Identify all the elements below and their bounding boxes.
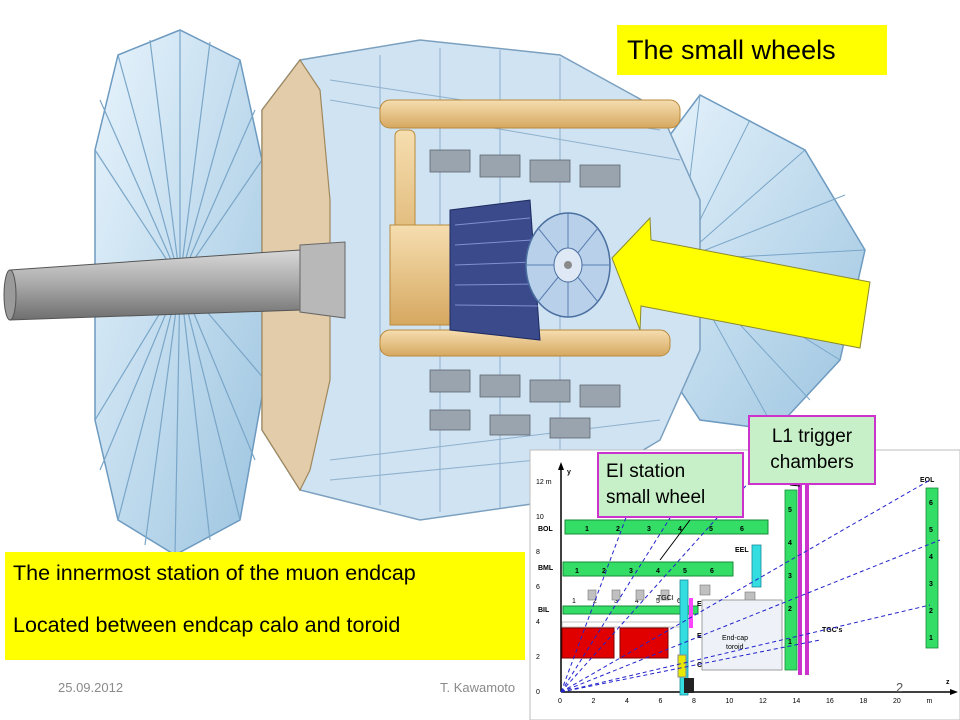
z-tick-label: m	[927, 698, 933, 705]
y-tick-label: 12 m	[536, 479, 552, 486]
eol-chamber-number: 5	[929, 527, 933, 534]
ei-callout-line-2: small wheel	[606, 487, 706, 508]
caption-line-2: Located between endcap calo and toroid	[13, 613, 401, 637]
caption-line-1: The innermost station of the muon endcap	[13, 561, 416, 585]
eol-chamber-number: 4	[929, 554, 933, 561]
bol-chamber-number: 5	[709, 526, 713, 533]
l1-callout-line-2: chambers	[770, 452, 854, 473]
y-tick-label: 6	[536, 584, 540, 591]
z-tick-label: 6	[659, 698, 663, 705]
y-tick-label: 4	[536, 619, 540, 626]
z-axis-ticks: 0 2 4 6 8 10 12 14 16 18 20 m	[558, 698, 933, 705]
z-tick-label: 16	[826, 698, 834, 705]
bml-chamber-number: 3	[629, 568, 633, 575]
ei-callout-line-1: EI station	[606, 461, 686, 482]
y-axis-ticks: 12 m 10 8 6 4 2 0	[536, 479, 552, 696]
footer-author: T. Kawamoto	[440, 680, 516, 695]
caption-box: The innermost station of the muon endcap…	[5, 552, 525, 660]
bil-chamber-number: 5	[656, 598, 660, 605]
bml-chamber-number: 1	[575, 568, 579, 575]
footer-page-number: 2	[896, 680, 904, 695]
z-tick-label: 0	[558, 698, 562, 705]
z-tick-label: 20	[893, 698, 901, 705]
bil-chamber-number: 1	[572, 598, 576, 605]
y-tick-label: 2	[536, 654, 540, 661]
bil-chamber-number: 6	[677, 598, 681, 605]
bol-chamber-number: 1	[585, 526, 589, 533]
y-tick-label: 0	[536, 689, 540, 696]
toroid-label-1: End-cap	[722, 635, 748, 642]
bml-chamber-number: 5	[683, 568, 687, 575]
bil-chamber-number: 2	[593, 598, 597, 605]
z-tick-label: 18	[860, 698, 868, 705]
eol-chamber-number: 3	[929, 581, 933, 588]
middle-chamber-number: 5	[788, 507, 792, 514]
station-eol-label: EOL	[920, 477, 935, 484]
middle-chamber-number: 4	[788, 540, 792, 547]
tgc-label: TGC's	[822, 627, 842, 634]
station-tgci-label: TGCI	[657, 595, 674, 602]
bil-chamber-number: 4	[635, 598, 639, 605]
station-bml-label: BML	[538, 565, 554, 572]
y-tick-label: 8	[536, 549, 540, 556]
bol-chamber-number: 2	[616, 526, 620, 533]
highlight-arrow	[611, 216, 871, 349]
bol-chamber-number: 3	[647, 526, 651, 533]
bol-chamber-number: 4	[678, 526, 682, 533]
bml-chamber-number: 6	[710, 568, 714, 575]
footer-date: 25.09.2012	[58, 680, 124, 695]
bil-chamber-number: 3	[614, 598, 618, 605]
slide-title: The small wheels	[617, 25, 887, 75]
l1-callout-line-1: L1 trigger	[771, 426, 853, 447]
middle-chamber-number: 2	[788, 606, 792, 613]
eol-chamber-number: 6	[929, 500, 933, 507]
z-tick-label: 2	[592, 698, 596, 705]
middle-chamber-number: 1	[788, 639, 792, 646]
ei-station-callout: EI station small wheel	[597, 452, 744, 518]
station-bil-label: BIL	[538, 607, 550, 614]
l1-trigger-callout: L1 trigger chambers	[748, 415, 876, 485]
station-bol-label: BOL	[538, 526, 554, 533]
bml-chamber-number: 4	[656, 568, 660, 575]
station-eel-label: EEL	[735, 547, 749, 554]
atlas-detector-illustration	[3, 29, 866, 556]
z-tick-label: 10	[726, 698, 734, 705]
eol-chamber-number: 2	[929, 608, 933, 615]
z-tick-label: 8	[692, 698, 696, 705]
middle-chamber-number: 3	[788, 573, 792, 580]
z-tick-label: 12	[759, 698, 767, 705]
y-axis-label: y	[567, 469, 571, 476]
z-axis-label: z	[946, 679, 950, 686]
z-tick-label: 4	[625, 698, 629, 705]
z-tick-label: 14	[793, 698, 801, 705]
bol-chamber-number: 6	[740, 526, 744, 533]
eol-chamber-number: 1	[929, 635, 933, 642]
bml-chamber-number: 2	[602, 568, 606, 575]
y-tick-label: 10	[536, 514, 544, 521]
toroid-label-2: toroid	[726, 644, 744, 651]
